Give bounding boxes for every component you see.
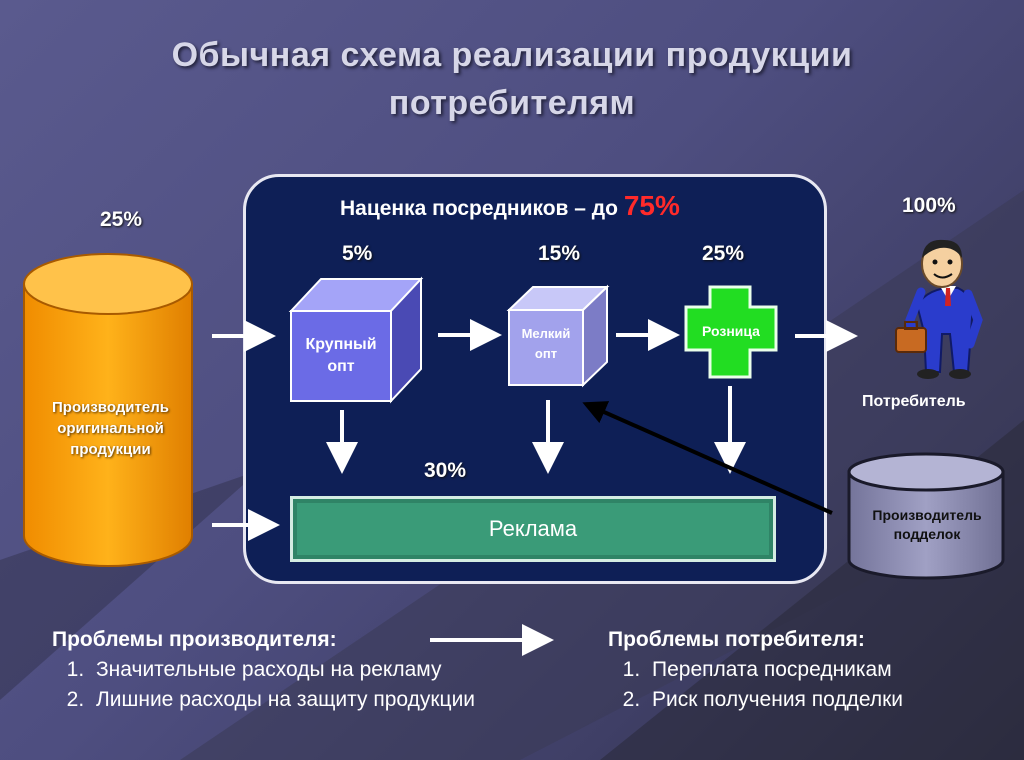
producer-cylinder [23, 253, 193, 567]
list-item: Значительные расходы на рекламу [90, 655, 475, 685]
retail-label: Розница [702, 323, 760, 339]
advertising-percent: 30% [424, 459, 467, 482]
wholesale-percent: 5% [342, 242, 373, 265]
producer-problems-list: Значительные расходы на рекламу Лишние р… [52, 655, 475, 715]
counterfeiter-cylinder [847, 452, 1005, 580]
retail-percent: 25% [702, 242, 745, 265]
briefcase-icon [895, 327, 927, 353]
small-wholesale-cube [506, 284, 610, 388]
producer-problems: Проблемы производителя: Значительные рас… [52, 625, 475, 715]
consumer-problems-heading: Проблемы потребителя: [608, 628, 865, 651]
consumer-percent: 100% [902, 194, 956, 217]
page-title-line2: потребителям [388, 84, 636, 122]
advertising-label: Реклама [488, 516, 578, 541]
wholesale-cube [288, 276, 424, 404]
list-item: Лишние расходы на защиту продукции [90, 685, 475, 715]
small-wholesale-percent: 15% [538, 242, 581, 265]
producer-problems-heading: Проблемы производителя: [52, 628, 337, 651]
producer-label: Производитель оригинальной продукции [52, 399, 169, 458]
consumer-figure [895, 239, 983, 379]
arrow-counterfeit-to-small [582, 401, 833, 515]
producer-percent: 25% [100, 208, 143, 231]
markup-heading: Наценка посредников – до 75% [340, 190, 680, 221]
markup-value: 75% [623, 190, 680, 221]
consumer-problems: Проблемы потребителя: Переплата посредни… [608, 625, 903, 715]
consumer-label: Потребитель [862, 393, 966, 410]
page-title: Обычная схема реализации продукции [171, 36, 853, 74]
list-item: Риск получения подделки [646, 685, 903, 715]
list-item: Переплата посредникам [646, 655, 903, 685]
retail-cross [684, 285, 778, 379]
advertising-bar: Реклама [290, 496, 776, 562]
consumer-problems-list: Переплата посредникам Риск получения под… [608, 655, 903, 715]
